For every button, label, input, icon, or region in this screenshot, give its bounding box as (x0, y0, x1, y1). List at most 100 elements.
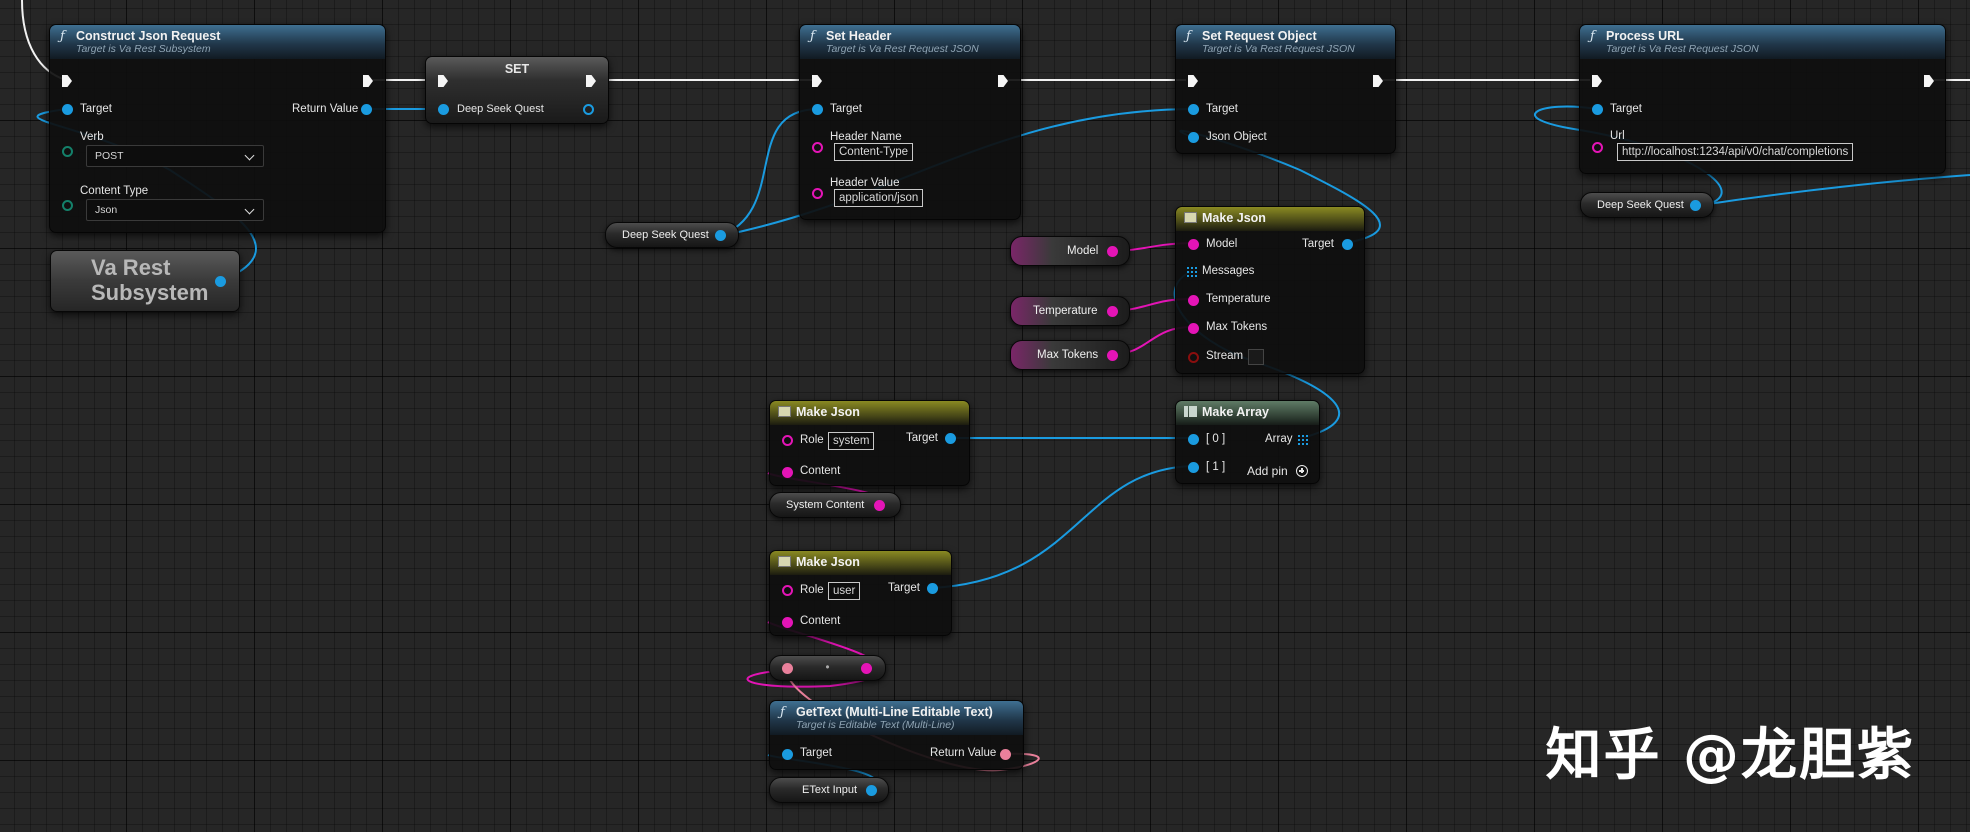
array-grid-icon[interactable] (1298, 435, 1308, 445)
node-title: Process URL (1606, 29, 1684, 43)
temperature-pin[interactable] (1188, 295, 1199, 306)
subsystem-output-pin[interactable] (215, 276, 226, 287)
set-request-object-node[interactable]: ƒ Set Request Object Target is Va Rest R… (1175, 24, 1396, 154)
make-json-main-node[interactable]: Make Json Model Target Messages Temperat… (1175, 206, 1365, 374)
content-type-pin[interactable] (62, 200, 73, 211)
exec-in-pin[interactable] (1188, 75, 1198, 87)
exec-in-pin[interactable] (812, 75, 822, 87)
target-pin[interactable] (62, 104, 73, 115)
make-json-system-node[interactable]: Make Json Role system Target Content (769, 400, 970, 486)
va-rest-subsystem-node[interactable]: Va Rest Subsystem (50, 250, 240, 312)
exec-out-pin[interactable] (363, 75, 373, 87)
target-out-pin[interactable] (945, 433, 956, 444)
reroute-in-pin[interactable] (782, 663, 793, 674)
max-tokens-var[interactable]: Max Tokens (1010, 340, 1130, 370)
target-out-pin[interactable] (1342, 239, 1353, 250)
url-input[interactable]: http://localhost:1234/api/v0/chat/comple… (1617, 143, 1854, 161)
deep-seek-quest-pin[interactable] (1690, 200, 1701, 211)
make-array-icon (1184, 406, 1197, 417)
role-pin[interactable] (782, 585, 793, 596)
deep-seek-quest-var[interactable]: Deep Seek Quest (605, 222, 739, 248)
role-label: Role (800, 584, 824, 596)
node-subtitle: Target is Va Rest Subsystem (76, 43, 211, 55)
exec-out-pin[interactable] (998, 75, 1008, 87)
target-label: Target (80, 103, 112, 115)
deep-seek-quest-var-2[interactable]: Deep Seek Quest (1580, 192, 1714, 218)
add-pin-label[interactable]: Add pin (1247, 464, 1288, 478)
exec-in-pin[interactable] (1592, 75, 1602, 87)
header-name-pin[interactable] (812, 142, 823, 153)
url-pin[interactable] (1592, 142, 1603, 153)
target-out-pin[interactable] (927, 583, 938, 594)
stream-checkbox[interactable] (1248, 349, 1264, 365)
watermark: 知乎 @龙胆紫 (1545, 723, 1915, 788)
stream-pin[interactable] (1188, 352, 1199, 363)
verb-pin[interactable] (62, 146, 73, 157)
content-type-dropdown[interactable]: Json (86, 199, 264, 221)
model-pin[interactable] (1107, 246, 1118, 257)
exec-out-pin[interactable] (1373, 75, 1383, 87)
target-pin[interactable] (1592, 104, 1603, 115)
node-title: Make Json (796, 405, 860, 419)
target-pin[interactable] (812, 104, 823, 115)
reroute-out-pin[interactable] (861, 663, 872, 674)
content-pin[interactable] (782, 617, 793, 628)
verb-dropdown[interactable]: POST (86, 145, 264, 167)
return-value-pin[interactable] (361, 104, 372, 115)
model-pin[interactable] (1188, 239, 1199, 250)
array-index-0-pin[interactable] (1188, 434, 1199, 445)
wire-user-array1 (931, 465, 1193, 589)
target-label: Target (1302, 238, 1334, 250)
content-label: Content (800, 465, 841, 477)
system-content-var[interactable]: System Content (769, 492, 901, 518)
temperature-var[interactable]: Temperature (1010, 296, 1130, 326)
exec-out-pin[interactable] (586, 75, 596, 87)
make-json-user-node[interactable]: Make Json Role user Target Content (769, 550, 952, 636)
array-grid-icon[interactable] (1187, 267, 1197, 277)
array-index-1-pin[interactable] (1188, 462, 1199, 473)
target-pin[interactable] (1188, 104, 1199, 115)
target-pin[interactable] (782, 749, 793, 760)
model-var[interactable]: Model (1010, 236, 1130, 266)
deep-seek-quest-pin[interactable] (715, 230, 726, 241)
set-header-node[interactable]: ƒ Set Header Target is Va Rest Request J… (799, 24, 1021, 220)
json-object-pin[interactable] (1188, 132, 1199, 143)
verb-label: Verb (80, 131, 104, 143)
etext-input-label: EText Input (802, 784, 858, 796)
stream-label: Stream (1206, 350, 1244, 362)
deep-seek-quest-in-pin[interactable] (438, 104, 449, 115)
target-label: Target (888, 582, 920, 594)
content-pin[interactable] (782, 467, 793, 478)
deep-seek-quest-label: Deep Seek Quest (457, 103, 544, 115)
va-rest-subsystem-label: Va Rest Subsystem (91, 255, 209, 305)
etext-input-var[interactable]: EText Input (769, 777, 889, 803)
max-tokens-pin[interactable] (1107, 350, 1118, 361)
header-name-input[interactable]: Content-Type (834, 143, 914, 161)
set-node[interactable]: SET Deep Seek Quest (425, 56, 609, 124)
return-value-pin[interactable] (1000, 749, 1011, 760)
header-value-pin[interactable] (812, 188, 823, 199)
construct-json-request-node[interactable]: ƒ Construct Json Request Target is Va Re… (49, 24, 386, 233)
reroute-node[interactable]: • (769, 655, 886, 681)
deep-seek-quest-out-pin[interactable] (583, 104, 594, 115)
make-array-node[interactable]: Make Array [ 0 ] Array [ 1 ] Add pin (1175, 400, 1320, 484)
target-label: Target (1206, 103, 1238, 115)
system-content-label: System Content (786, 499, 865, 511)
role-pin[interactable] (782, 435, 793, 446)
exec-in-pin[interactable] (438, 75, 448, 87)
role-input[interactable]: user (828, 582, 861, 600)
process-url-node[interactable]: ƒ Process URL Target is Va Rest Request … (1579, 24, 1946, 174)
header-value-input[interactable]: application/json (834, 189, 924, 207)
temperature-pin[interactable] (1107, 306, 1118, 317)
add-pin-icon[interactable] (1296, 465, 1308, 477)
get-text-node[interactable]: ƒ GetText (Multi-Line Editable Text) Tar… (769, 700, 1024, 770)
role-input[interactable]: system (828, 432, 875, 450)
array-index-1-label: [ 1 ] (1206, 461, 1226, 473)
system-content-pin[interactable] (874, 500, 885, 511)
max-tokens-pin[interactable] (1188, 323, 1199, 334)
function-icon: ƒ (780, 705, 785, 720)
etext-input-pin[interactable] (866, 785, 877, 796)
exec-out-pin[interactable] (1924, 75, 1934, 87)
node-title: Make Array (1202, 405, 1269, 419)
exec-in-pin[interactable] (62, 75, 72, 87)
